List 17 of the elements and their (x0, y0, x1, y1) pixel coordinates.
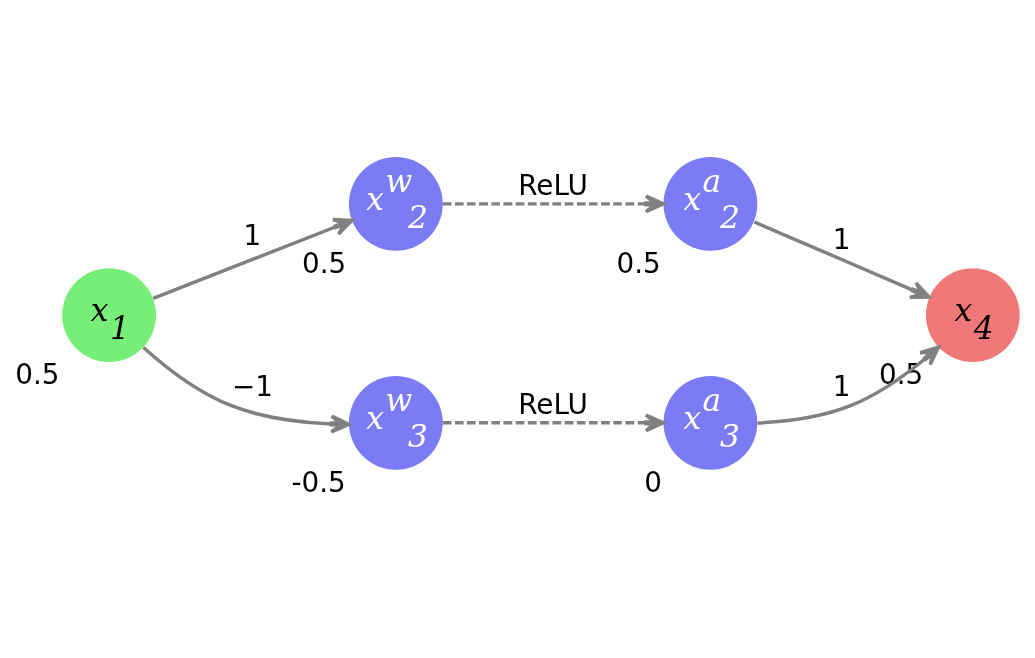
arrow (442, 194, 666, 214)
arrow (757, 345, 941, 425)
edge-label: 1 (832, 222, 851, 256)
node-label: 0 (644, 466, 663, 500)
edge-label: 1 (832, 370, 851, 404)
edge-label: ReLU (518, 387, 588, 421)
node-label: 0.5 (616, 247, 661, 281)
edge-label: 1 (243, 219, 262, 253)
edge-label: −1 (231, 370, 273, 404)
arrow (753, 220, 931, 300)
edge-label: ReLU (518, 168, 588, 202)
node-label: 0.5 (302, 247, 347, 281)
arrow (442, 413, 666, 433)
arrow (152, 217, 354, 301)
node-label: -0.5 (291, 466, 346, 500)
node-label: 0.5 (15, 358, 60, 392)
arrow (142, 346, 351, 434)
